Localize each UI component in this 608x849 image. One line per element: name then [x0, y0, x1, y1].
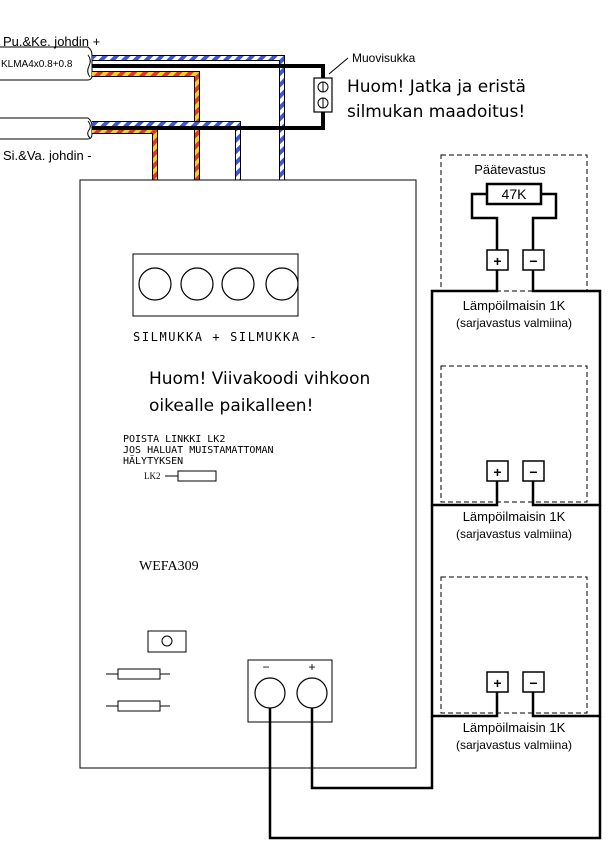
board-button: [147, 630, 187, 653]
end-resistor-47k: [470, 182, 558, 271]
detector-1-minus: −: [529, 464, 537, 480]
board-resistor-2: [106, 700, 170, 712]
terminal-power-plus: [296, 677, 328, 709]
power-plus-label: +: [308, 660, 315, 674]
detector-3-title: Lämpöilmaisin 1K: [463, 720, 566, 735]
board-resistor-1: [106, 668, 170, 680]
detector-1-terminals: [486, 460, 545, 482]
terminal-loop-minus-2: [265, 267, 299, 301]
terminal-loop-plus-1: [138, 267, 172, 301]
end-resistor-value: 47K: [502, 186, 528, 202]
loop-terminal-block: [132, 253, 299, 317]
end-resistor-plus: +: [493, 253, 501, 269]
link-note-line1: POISTA LINKKI LK2: [123, 434, 225, 445]
detector-box-2: [440, 576, 588, 714]
detector-2-title: Lämpöilmaisin 1K: [463, 509, 566, 524]
sleeve-leader-line: [328, 57, 349, 75]
ground-note-line1: Huom! Jatka ja eristä: [347, 77, 526, 97]
barcode-note-line1: Huom! Viivakoodi vihkoon: [149, 369, 370, 389]
ground-note-line2: silmukan maadoitus!: [347, 102, 525, 122]
cable-type-label: KLMA4x0.8+0.8: [1, 59, 73, 70]
power-minus-label: −: [262, 660, 269, 674]
terminal-power-minus: [254, 677, 286, 709]
wire-black-top: [92, 64, 325, 78]
detector-2-minus: −: [529, 675, 537, 691]
cable-top-label: Pu.&Ke. johdin +: [3, 34, 100, 49]
cable-bottom: [0, 117, 93, 140]
lk2-link: [165, 470, 217, 482]
detector-3-subtitle: (sarjavastus valmiina): [456, 738, 572, 752]
detector-2-subtitle: (sarjavastus valmiina): [456, 527, 572, 541]
loop-terminal-label: SILMUKKA + SILMUKKA -: [133, 330, 318, 344]
power-terminal-block: [247, 659, 333, 723]
terminal-loop-minus-1: [221, 267, 255, 301]
cable-bottom-label: Si.&Va. johdin -: [3, 148, 92, 163]
lk2-label: LK2: [144, 471, 161, 481]
detector-loop-wiring: [268, 270, 602, 840]
detector-box-1: [440, 365, 588, 503]
terminal-loop-plus-2: [180, 267, 214, 301]
plastic-sleeve: [313, 57, 349, 113]
barcode-note-line2: oikealle paikalleen!: [149, 396, 313, 416]
detector-1-title: Lämpöilmaisin 1K: [463, 298, 566, 313]
wire-black-bottom: [92, 112, 325, 130]
end-resistor-minus: −: [529, 253, 537, 269]
detector-1-subtitle: (sarjavastus valmiina): [456, 316, 572, 330]
board-model: WEFA309: [139, 559, 199, 574]
link-note-line2: JOS HALUAT MUISTAMATTOMAN: [123, 445, 274, 456]
end-resistor-box: [440, 154, 588, 292]
end-resistor-title: Päätevastus: [474, 162, 546, 177]
detector-1-plus: +: [493, 464, 501, 480]
detector-2-plus: +: [493, 675, 501, 691]
link-note-line3: HÄLYTYKSEN: [123, 454, 183, 467]
sleeve-label: Muovisukka: [352, 51, 416, 65]
